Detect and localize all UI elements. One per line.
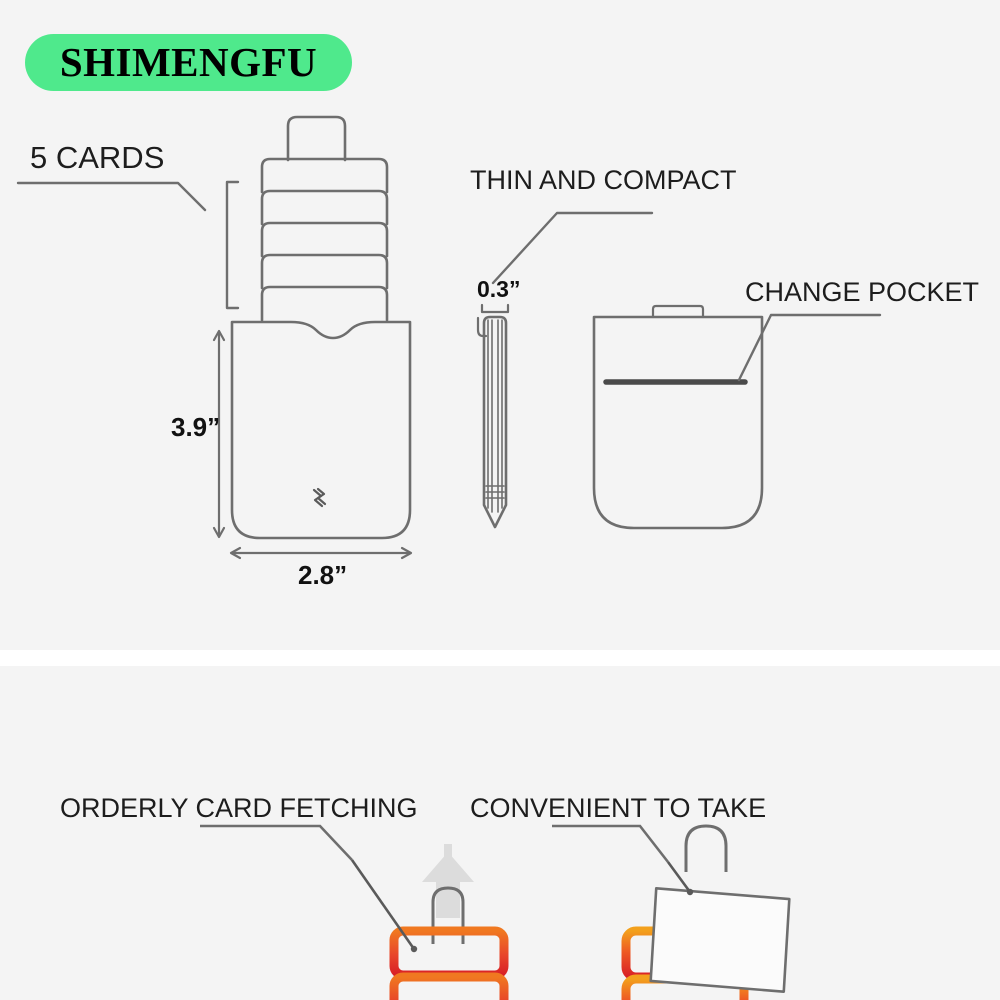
brand-name: SHIMENGFU — [59, 39, 318, 85]
thin-compact-leader-line — [491, 211, 654, 285]
up-arrow-icon — [422, 844, 474, 918]
front-view-pull-tab — [286, 115, 347, 162]
label-orderly-card-fetching: ORDERLY CARD FETCHING — [60, 793, 418, 823]
front-view-wallet-body — [230, 320, 412, 540]
label-thin-and-compact: THIN AND COMPACT — [470, 165, 737, 195]
change-pocket-leader-line — [737, 313, 882, 382]
side-view-notches — [485, 485, 505, 499]
card-arch-handle — [684, 824, 728, 872]
orderly-fetching-illustration — [200, 824, 509, 1000]
convenient-leader-dot — [686, 888, 694, 896]
convenient-leader-line — [552, 824, 692, 893]
side-view-profile — [482, 315, 508, 529]
features-diagram — [200, 824, 791, 1000]
height-dimension-line — [212, 329, 226, 539]
width-dimension-line — [229, 546, 413, 560]
thickness-dimension-bracket — [480, 303, 510, 314]
pull-tab-outline — [431, 886, 465, 944]
convenient-take-illustration — [552, 824, 791, 1000]
front-view-card-stack — [260, 157, 389, 322]
orderly-leader-line — [200, 824, 416, 950]
specs-diagram — [16, 115, 882, 560]
back-view-wallet-body — [592, 315, 764, 530]
features-panel: ORDERLY CARD FETCHING CONVENIENT TO TAKE — [0, 666, 1000, 1000]
dimension-thickness: 0.3” — [477, 276, 521, 302]
label-change-pocket: CHANGE POCKET — [745, 277, 980, 307]
back-view-top-tab — [651, 304, 705, 319]
label-convenient-to-take: CONVENIENT TO TAKE — [470, 793, 767, 823]
cards-bracket — [225, 180, 240, 310]
specs-panel: SHIMENGFU 5 CARDS THIN AND COMPACT CHANG… — [0, 0, 1000, 650]
front-view-brand-mark — [312, 487, 327, 508]
side-view-tab — [476, 316, 488, 338]
brand-badge: SHIMENGFU — [25, 34, 352, 91]
dimension-height: 3.9” — [171, 412, 221, 442]
colored-card-stack-left — [389, 926, 509, 1000]
cards-leader-line — [16, 181, 207, 212]
label-5-cards: 5 CARDS — [30, 140, 165, 175]
orderly-leader-dot — [410, 945, 418, 953]
dimension-width: 2.8” — [298, 560, 348, 590]
tilted-card-outline — [649, 887, 791, 993]
